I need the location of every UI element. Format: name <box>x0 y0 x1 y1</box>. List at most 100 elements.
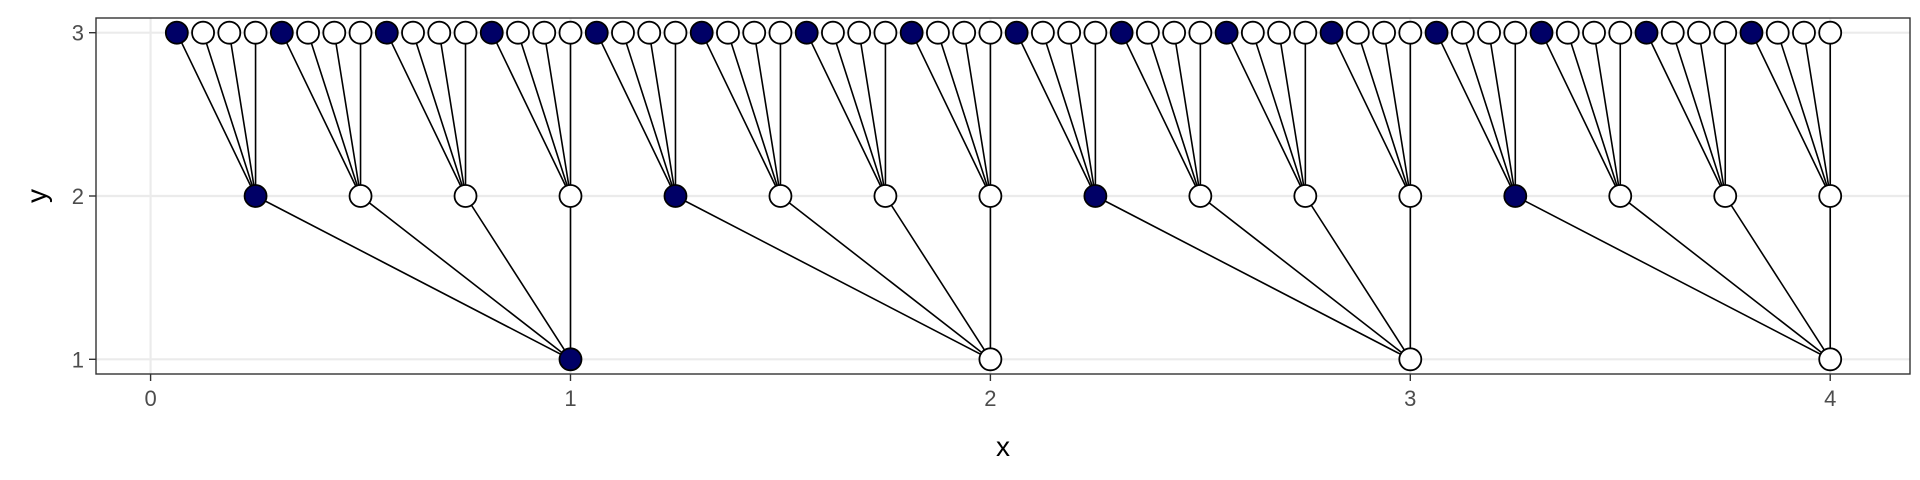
filled-node <box>1739 20 1764 45</box>
tree-edge <box>1593 32 1622 197</box>
open-node <box>821 20 845 45</box>
tree-edge <box>491 32 572 197</box>
tree-edge <box>412 32 467 197</box>
filled-node <box>558 347 583 372</box>
filled-node <box>1319 20 1344 45</box>
tree-nodes <box>164 20 1843 372</box>
filled-node <box>243 184 268 208</box>
tree-edge <box>255 195 571 361</box>
open-node <box>1608 184 1633 208</box>
tree-edge <box>1252 32 1307 197</box>
tree-edge <box>622 32 677 197</box>
open-node <box>1267 20 1291 45</box>
open-node <box>637 20 662 45</box>
open-node <box>1293 184 1318 208</box>
filled-node <box>1004 20 1029 45</box>
filled-node <box>1503 184 1528 208</box>
tree-edge <box>1173 32 1202 197</box>
open-node <box>1398 347 1423 372</box>
tree-edge <box>386 32 467 197</box>
open-node <box>1345 20 1370 45</box>
tree-edges <box>176 32 1832 361</box>
open-node <box>1293 20 1318 45</box>
open-node <box>506 20 530 45</box>
tree-edge <box>1540 32 1621 197</box>
tree-edge <box>1225 32 1307 197</box>
open-node <box>1660 20 1685 45</box>
tree-edge <box>1435 32 1517 197</box>
open-node <box>873 184 898 208</box>
filled-node <box>1529 20 1554 45</box>
x-tick-label: 2 <box>984 386 996 411</box>
filled-node <box>1634 20 1659 45</box>
filled-node <box>663 184 688 208</box>
tree-edge <box>910 32 992 197</box>
open-node <box>1135 20 1160 45</box>
tree-edge <box>1698 32 1727 197</box>
tree-edge <box>596 32 677 197</box>
open-node <box>768 20 793 45</box>
tree-edge <box>963 32 992 197</box>
open-node <box>926 20 950 45</box>
open-node <box>427 20 452 45</box>
open-node <box>768 184 793 208</box>
tree-edge <box>1619 195 1831 360</box>
open-node <box>742 20 767 45</box>
tree-edge <box>1042 32 1097 197</box>
open-node <box>348 20 373 45</box>
open-node <box>1188 20 1213 45</box>
x-tick-label: 3 <box>1404 386 1416 411</box>
tree-edge <box>1671 32 1727 197</box>
tree-edge <box>1488 32 1517 197</box>
open-node <box>1450 20 1475 45</box>
open-node <box>1477 20 1501 45</box>
tree-edge <box>1645 32 1726 197</box>
tree-edge <box>675 195 991 361</box>
tree-edge <box>1383 32 1412 197</box>
tree-edge <box>1015 32 1097 197</box>
filled-node <box>899 20 924 45</box>
filled-node <box>794 20 819 45</box>
open-node <box>1608 20 1633 45</box>
tree-edge <box>333 32 362 197</box>
x-tick-label: 0 <box>144 386 156 411</box>
open-node <box>1765 20 1790 45</box>
filled-node <box>479 20 504 45</box>
x-tick-label: 1 <box>564 386 576 411</box>
open-node <box>322 20 347 45</box>
filled-node <box>374 20 399 45</box>
open-node <box>1398 184 1423 208</box>
open-node <box>1713 20 1738 45</box>
tree-edge <box>1147 32 1202 197</box>
tree-edge <box>307 32 362 197</box>
tree-edge <box>1120 32 1202 197</box>
tree-edge <box>1068 32 1097 197</box>
tree-edge <box>1776 32 1831 197</box>
tree-edge <box>805 32 887 197</box>
x-axis-title: x <box>996 431 1010 462</box>
filled-node <box>1083 184 1108 208</box>
tree-edge <box>937 32 992 197</box>
tree-edge <box>517 32 572 197</box>
tree-edge <box>1750 32 1831 197</box>
tree-edge <box>1514 195 1831 361</box>
tree-edge <box>1095 195 1411 361</box>
open-node <box>952 20 977 45</box>
tree-edge <box>1724 195 1831 360</box>
open-node <box>1398 20 1423 45</box>
tree-edge <box>438 32 467 197</box>
y-axis-title: y <box>21 189 52 203</box>
filled-node <box>689 20 714 45</box>
filled-node <box>164 20 189 45</box>
filled-node <box>1214 20 1239 45</box>
tree-edge <box>648 32 677 197</box>
open-node <box>1792 20 1816 45</box>
tree-edge <box>1567 32 1622 197</box>
open-node <box>1030 20 1055 45</box>
open-node <box>1818 347 1843 372</box>
open-node <box>873 20 898 45</box>
open-node <box>401 20 425 45</box>
open-node <box>191 20 215 45</box>
open-node <box>453 184 478 208</box>
